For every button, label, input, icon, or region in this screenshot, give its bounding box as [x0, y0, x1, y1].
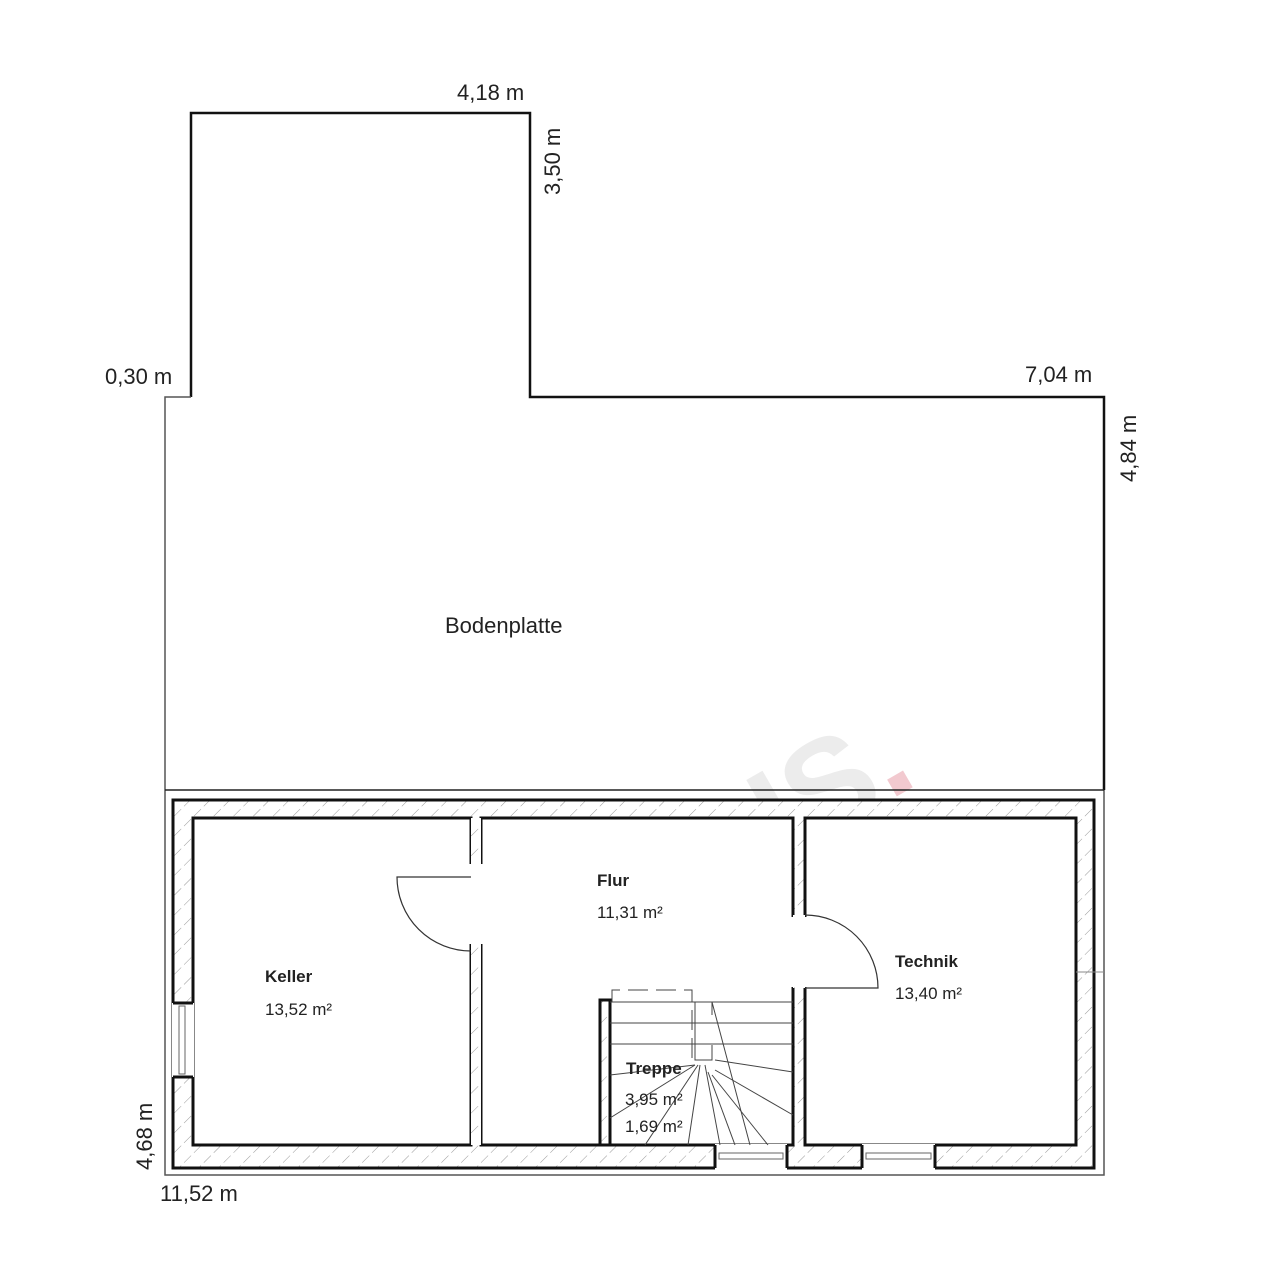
window-left: [172, 1001, 194, 1079]
room-area-technik: 13,40 m²: [895, 984, 962, 1003]
room-name-treppe: Treppe: [626, 1059, 682, 1078]
staircase: [609, 989, 794, 1146]
dim-total-width: 11,52 m: [160, 1181, 238, 1206]
room-name-flur: Flur: [597, 871, 629, 890]
slab-outline-lower: [164, 396, 1105, 1176]
wall-treppe: [598, 998, 612, 1147]
room-name-technik: Technik: [895, 952, 959, 971]
room-area-treppe: 3,95 m²: [625, 1090, 683, 1109]
dim-left-offset: 0,30 m: [105, 364, 172, 389]
dim-basement-height: 4,68 m: [132, 1103, 157, 1170]
dim-right-height: 4,84 m: [1116, 415, 1141, 482]
slab-outline: [189, 111, 1106, 790]
dim-top-height: 3,50 m: [540, 128, 565, 195]
room-flur: [479, 816, 795, 1147]
dim-right-width: 7,04 m: [1025, 362, 1092, 387]
room-keller: [191, 816, 473, 1147]
room-area2-treppe: 1,69 m²: [625, 1117, 683, 1136]
slab-label: Bodenplatte: [445, 613, 562, 638]
doorway-keller: [469, 864, 483, 944]
door-swing-technik: [804, 914, 879, 989]
dim-top-width: 4,18 m: [457, 80, 524, 105]
window-treppe: [713, 1144, 789, 1170]
room-name-keller: Keller: [265, 967, 313, 986]
doorway-technik: [791, 917, 807, 987]
room-area-keller: 13,52 m²: [265, 1000, 332, 1019]
room-area-flur: 11,31 m²: [597, 903, 663, 922]
wall-interior-keller-flur: [471, 818, 481, 1145]
window-technik: [860, 1144, 937, 1170]
room-technik: [803, 816, 1078, 1147]
door-swing-keller: [396, 876, 472, 952]
